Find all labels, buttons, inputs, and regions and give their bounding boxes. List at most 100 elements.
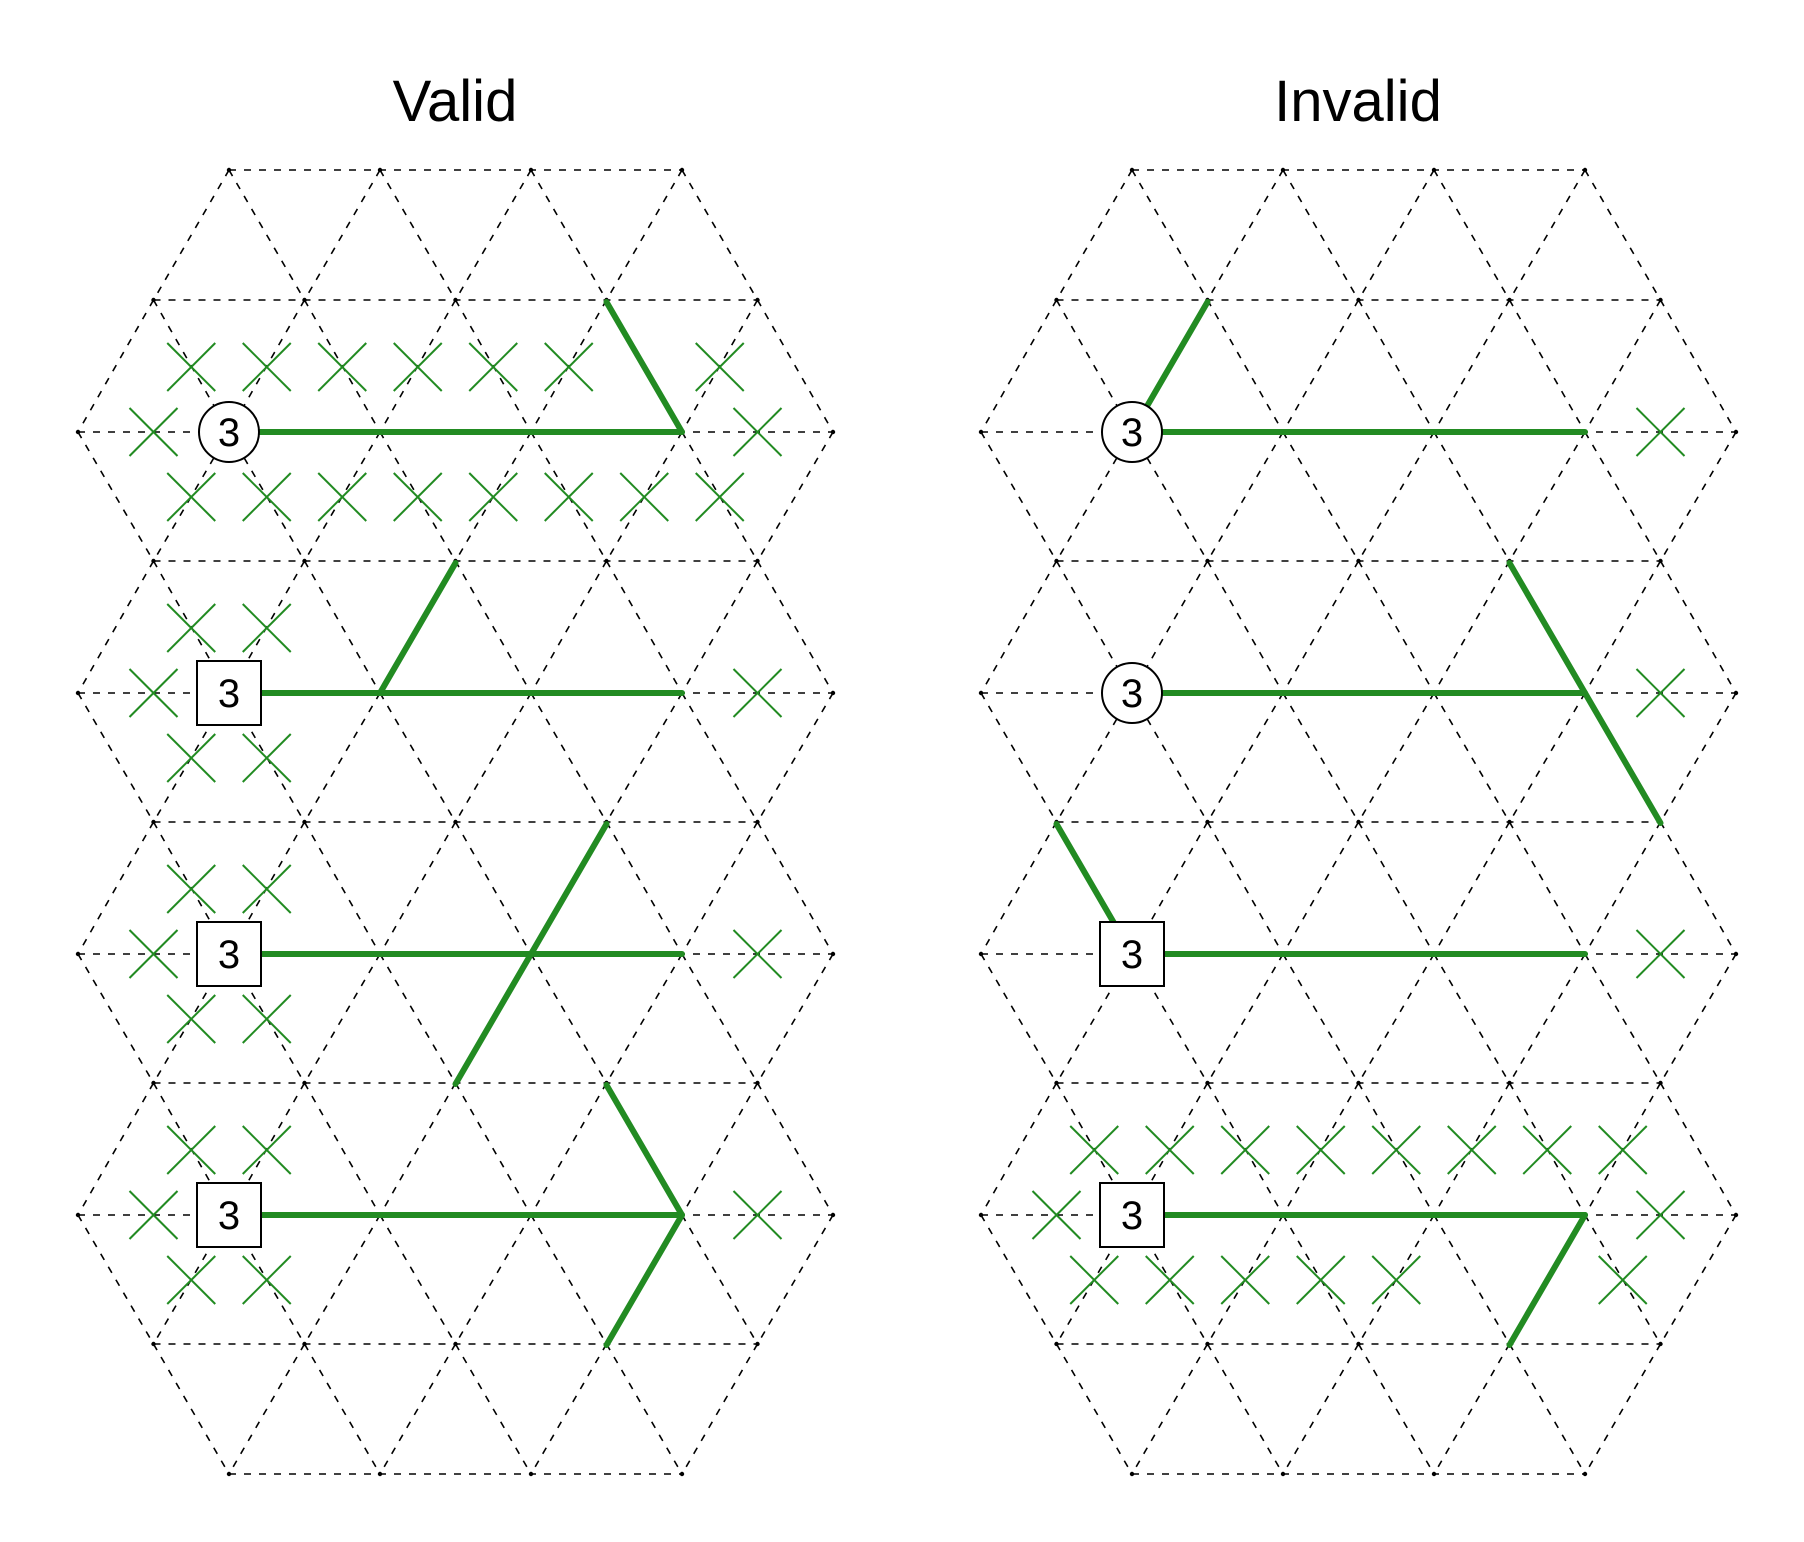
grid-vertex	[1054, 1080, 1059, 1086]
grid-line	[530, 560, 608, 694]
grid-line	[379, 431, 457, 562]
grid-vertex	[679, 1471, 685, 1477]
grid-line	[756, 1214, 834, 1345]
grid-vertex	[1054, 558, 1059, 564]
grid-vertex	[151, 1341, 156, 1347]
grid-line	[605, 169, 683, 301]
cross-mark	[166, 603, 216, 653]
grid-line	[1659, 692, 1737, 823]
grid-vertex	[1507, 1080, 1512, 1086]
grid-vertex	[1356, 1080, 1361, 1086]
grid-line	[980, 431, 1058, 562]
cross-mark	[1598, 1125, 1648, 1175]
grid-line	[152, 1214, 230, 1345]
grid-line	[1282, 299, 1360, 433]
cross-mark	[1635, 407, 1686, 457]
grid-line	[681, 1082, 759, 1216]
grid-line	[152, 169, 230, 301]
grid-line	[379, 1082, 457, 1216]
grid-line	[1508, 169, 1586, 301]
grid-vertex	[75, 429, 81, 435]
cross-mark	[732, 1190, 783, 1240]
cross-mark	[242, 994, 292, 1044]
grid-vertex	[75, 951, 81, 957]
grid-vertex	[1431, 1471, 1437, 1477]
grid-vertex	[1733, 429, 1739, 435]
grid-line	[228, 1214, 306, 1345]
cross-mark	[1031, 1190, 1082, 1240]
grid-line	[1433, 821, 1511, 955]
grid-line	[228, 431, 306, 562]
grid-line	[1433, 953, 1511, 1084]
grid-line	[1659, 431, 1737, 562]
grid-vertex	[302, 1341, 307, 1347]
grid-line	[1131, 1343, 1209, 1475]
grid-line	[303, 953, 381, 1084]
grid-line	[1206, 299, 1284, 433]
grid-line	[228, 692, 306, 823]
grid-line	[1508, 431, 1586, 562]
grid-line	[1508, 821, 1586, 955]
grid-line	[1282, 431, 1360, 562]
puzzle-valid-4: 3	[128, 1082, 783, 1348]
grid-line	[605, 692, 683, 823]
grid-line	[1584, 431, 1662, 562]
grid-line	[379, 953, 457, 1084]
clue-number: 3	[218, 1194, 240, 1238]
grid-line	[77, 821, 155, 955]
grid-line	[77, 692, 155, 823]
clue-circle	[198, 401, 260, 463]
grid-line	[1055, 169, 1133, 301]
grid-vertex	[679, 167, 685, 173]
grid-vertex	[1658, 1341, 1663, 1347]
grid-line	[530, 1343, 608, 1475]
cross-mark	[1145, 1125, 1195, 1175]
grid-line	[681, 821, 759, 955]
grid-line	[1282, 821, 1360, 955]
grid-line	[1508, 953, 1586, 1084]
cross-mark	[166, 1125, 216, 1175]
cross-mark	[242, 1255, 292, 1305]
grid-line	[1433, 431, 1511, 562]
grid-vertex	[226, 1471, 232, 1477]
grid-line	[1357, 1214, 1435, 1345]
grid-line	[379, 692, 457, 823]
cross-mark	[242, 342, 292, 392]
grid-line	[1282, 1214, 1360, 1345]
grid-line	[530, 431, 608, 562]
grid-line	[1357, 1343, 1435, 1475]
grid-line	[1131, 692, 1209, 823]
grid-line	[303, 1082, 381, 1216]
grid-vertex	[528, 167, 534, 173]
grid-line	[303, 1214, 381, 1345]
cross-mark	[1371, 1255, 1421, 1305]
grid-vertex	[1205, 1341, 1210, 1347]
grid-vertex	[1582, 167, 1588, 173]
grid-vertex	[978, 1212, 984, 1218]
grid-line	[1206, 821, 1284, 955]
grid-line	[77, 299, 155, 433]
cross-mark	[1069, 1125, 1119, 1175]
grid-line	[756, 431, 834, 562]
cross-mark	[393, 342, 443, 392]
cross-mark	[393, 472, 443, 522]
grid-line	[454, 821, 532, 955]
grid-line	[1433, 1343, 1511, 1475]
cross-mark	[468, 472, 518, 522]
grid-line	[1508, 692, 1586, 823]
grid-line	[1357, 169, 1435, 301]
cross-mark	[1296, 1125, 1346, 1175]
grid-line	[605, 560, 683, 694]
grid-line	[1282, 692, 1360, 823]
grid-line	[980, 821, 1058, 955]
grid-line	[980, 1214, 1058, 1345]
grid-line	[303, 692, 381, 823]
grid-line	[1357, 821, 1435, 955]
clue-number: 3	[218, 672, 240, 716]
solution-line	[452, 821, 610, 1087]
grid-line	[1433, 1214, 1511, 1345]
puzzle-valid-2: 3	[128, 560, 783, 783]
grid-line	[77, 1214, 155, 1345]
clue-number: 3	[1121, 1194, 1143, 1238]
